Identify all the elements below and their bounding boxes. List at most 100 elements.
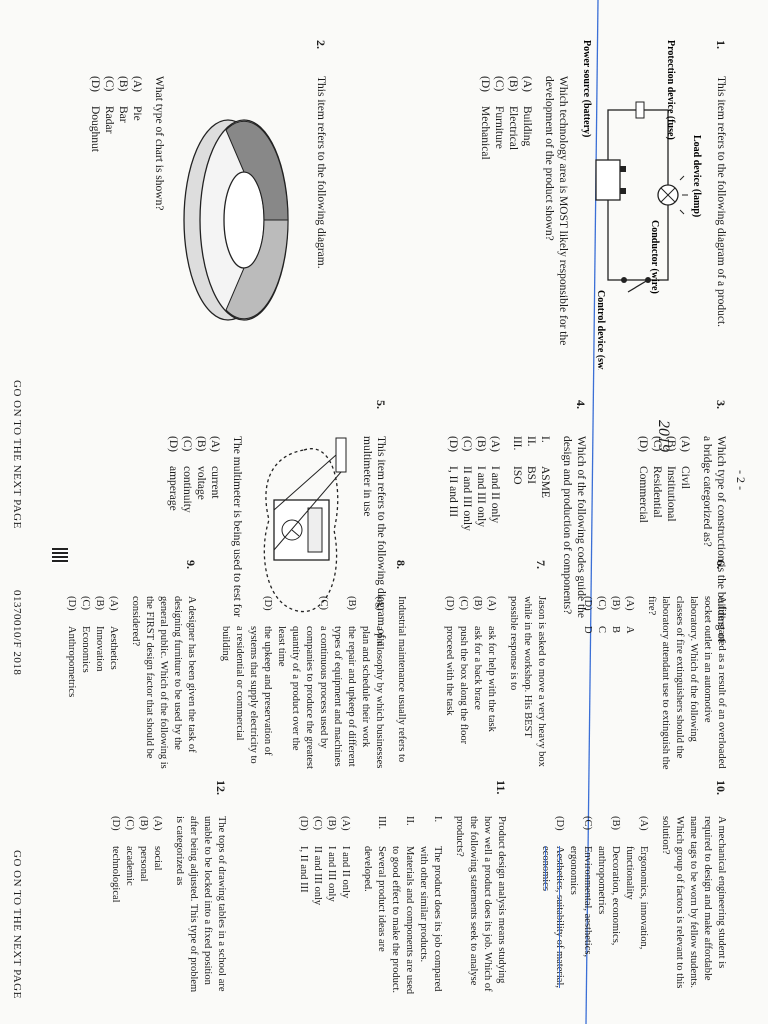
question-8: 8. Industrial maintenance usually refers… (218, 560, 408, 770)
question-text: A designer has been given the task of de… (130, 596, 197, 769)
option-c[interactable]: (C)Economics (80, 596, 91, 673)
footer-left: GO ON TO THE NEXT PAGE (11, 380, 23, 529)
option-c[interactable]: (C)academic (124, 816, 135, 886)
option-d[interactable]: (D)technological (110, 816, 121, 903)
question-number: 12. (214, 780, 228, 795)
exam-code: 01370010/F 2018 (11, 590, 23, 676)
question-number: 4. (574, 400, 588, 409)
question-1: 1. This item refers to the following dia… (478, 40, 728, 389)
option-b[interactable]: (B)ask for a back brace (472, 596, 483, 710)
question-12: 12. The tops of drawing tables in a scho… (108, 780, 228, 1000)
switch-icon (621, 277, 651, 293)
statements-list: I.The product does its job compared with… (360, 816, 444, 1000)
options-list: (A)A (B)B (C)C (D)D (580, 596, 636, 770)
option-d[interactable]: (D)Aesthetics, suitability of material, … (540, 816, 565, 989)
label-control: Control device (switch) (595, 290, 606, 370)
option-a[interactable]: (A)a philosophy by which businesses plan… (360, 596, 385, 769)
question-11: 11. Product design analysis means studyi… (296, 780, 508, 1000)
statement-i: I.The product does its job compared with… (418, 816, 443, 992)
option-c[interactable]: (C)Radar (103, 76, 115, 134)
question-number: 1. (714, 40, 728, 49)
option-b[interactable]: (B)Bar (117, 76, 129, 123)
question-5: 5. This item refers to the following dia… (166, 400, 388, 650)
question-number: 5. (374, 400, 388, 409)
option-c[interactable]: (C)Furniture (493, 76, 505, 149)
label-conductor: Conductor (wire) (649, 220, 660, 294)
lamp-icon (657, 175, 688, 215)
question-2: 2. This item refers to the following dia… (88, 40, 328, 370)
question-text: This item refers to the following diagra… (315, 76, 327, 269)
question-number: 9. (184, 560, 198, 569)
option-a[interactable]: (A)ask for help with the task (486, 596, 497, 732)
question-text: The tops of drawing tables in a school a… (174, 816, 227, 993)
option-d[interactable]: (D)Doughnut (89, 76, 101, 152)
option-a[interactable]: (A)Ergonomics, innovation, functionality (624, 816, 649, 950)
footer-right: GO ON TO THE NEXT PAGE (11, 850, 23, 999)
option-a[interactable]: (A)Building (521, 76, 533, 147)
statement-iii: III.Several product ideas are developed. (362, 816, 387, 952)
options-list: (A)Building (B)Electrical (C)Furniture (… (478, 76, 534, 370)
option-b[interactable]: (B)Decoration, economics, anthropometric… (596, 816, 621, 946)
options-list: (A)social (B)personal (C)academic (D)tec… (108, 816, 164, 1000)
options-list: (A)I and II only (B)I and III only (C)II… (296, 816, 352, 1000)
question-text: Industrial maintenance usually refers to (396, 596, 407, 763)
question-text: Jason is asked to move a very heavy box … (508, 596, 547, 767)
question-number: 2. (314, 40, 328, 49)
option-a[interactable]: (A)A (624, 596, 635, 634)
multimeter-diagram (263, 437, 347, 613)
question-text: Product design analysis means studying h… (454, 816, 507, 992)
options-list: (A)Aesthetics (B)Innovation (C)Economics… (64, 596, 120, 770)
battery-icon (595, 159, 626, 201)
question-number: 6. (714, 560, 728, 569)
option-b[interactable]: (B)the repair and upkeep of different ty… (332, 596, 357, 767)
label-protection: Protection device (fuse) (665, 40, 676, 140)
statement-ii: II.Materials and components are used to … (390, 816, 415, 995)
option-b[interactable]: (B)I and III only (326, 816, 337, 902)
option-a[interactable]: (A)I and II only (340, 816, 351, 899)
question-text: This item refers to the following diagra… (715, 76, 727, 328)
barcode-icon (52, 548, 68, 564)
options-list: (A)a philosophy by which businesses plan… (218, 596, 386, 770)
option-d[interactable]: (D)the upkeep and preservation of system… (220, 596, 273, 764)
question-number: 10. (714, 780, 728, 795)
option-d[interactable]: (D)proceed with the task (444, 596, 455, 716)
option-a[interactable]: (A)Aesthetics (108, 596, 119, 670)
option-d[interactable]: (D)I, II and III (298, 816, 309, 893)
doughnut-chart-illustration (183, 119, 289, 321)
options-list: (A)ask for help with the task (B)ask for… (442, 596, 498, 770)
question-number: 7. (534, 560, 548, 569)
circuit-diagram: Load device (lamp) Conductor (wire) Prot… (581, 40, 702, 389)
option-d[interactable]: (D)D (582, 596, 593, 634)
option-c[interactable]: (C)II and III only (312, 816, 323, 906)
question-6: 6. A fire started as a result of an over… (580, 560, 728, 770)
label-power-source: Power source (battery) (581, 40, 592, 137)
question-number: 11. (494, 780, 508, 795)
option-b[interactable]: (B)Electrical (507, 76, 519, 151)
option-b[interactable]: (B)personal (138, 816, 149, 882)
option-c[interactable]: (C)a continuous process used by companie… (276, 596, 329, 769)
resistor-icon (335, 437, 347, 473)
question-number: 8. (394, 560, 408, 569)
fuse-icon (635, 101, 645, 119)
option-d[interactable]: (D)Anthropometrics (66, 596, 77, 698)
question-number: 3. (714, 400, 728, 409)
question-text-2: Which technology area is MOST likely res… (543, 76, 569, 346)
option-c[interactable]: (C)Environmental, aesthetics, ergonomics (568, 816, 593, 958)
option-d[interactable]: (D)Mechanical (479, 76, 491, 160)
option-a[interactable]: (A)Pie (131, 76, 143, 121)
option-b[interactable]: (B)Innovation (94, 596, 105, 672)
option-c[interactable]: (C)push the box along the floor (458, 596, 469, 745)
question-text-2: What type of chart is shown? (153, 76, 165, 211)
options-list: (A)Ergonomics, innovation, functionality… (538, 816, 650, 1000)
question-9: 9. A designer has been given the task of… (64, 560, 198, 770)
label-load-device: Load device (lamp) (691, 135, 702, 217)
question-text: A mechanical engineering student is requ… (660, 816, 727, 989)
option-a[interactable]: (A)social (152, 816, 163, 871)
question-10: 10. A mechanical engineering student is … (538, 780, 728, 1000)
question-7: 7. Jason is asked to move a very heavy b… (442, 560, 548, 770)
question-text: A fire started as a result of an overloa… (646, 596, 727, 770)
option-c[interactable]: (C)C (596, 596, 607, 634)
options-list: (A)Pie (B)Bar (C)Radar (D)Doughnut (88, 76, 144, 370)
option-b[interactable]: (B)B (610, 596, 621, 634)
